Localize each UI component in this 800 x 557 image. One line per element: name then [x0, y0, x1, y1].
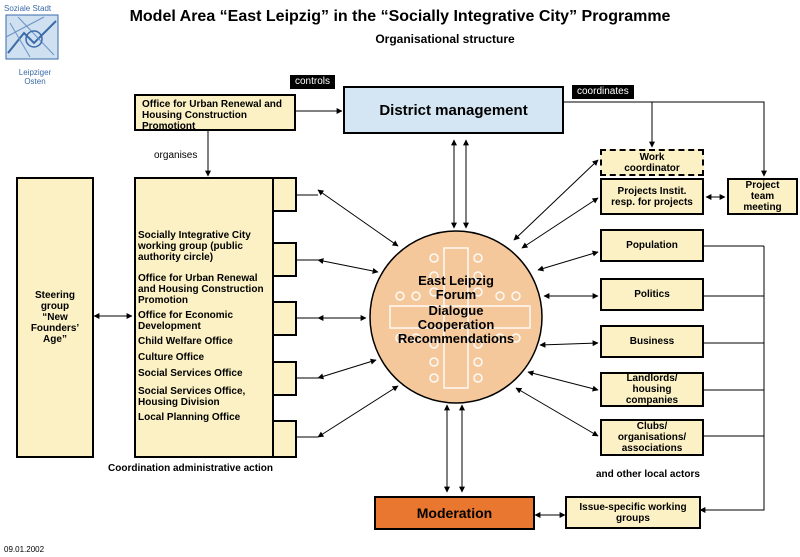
moderation-box: Moderation: [374, 496, 535, 530]
issue-groups-box: Issue-specific working groups: [565, 496, 701, 529]
authority-tab-5: [272, 420, 297, 458]
project-team-meeting-box: Project team meeting: [727, 178, 798, 215]
forum-table-pattern: [389, 247, 531, 389]
organises-label: organises: [154, 150, 198, 161]
forum-text: East Leipzig Forum Dialogue Cooperation …: [376, 274, 536, 346]
controls-tag: controls: [290, 75, 336, 89]
forum-line3: Dialogue: [428, 303, 484, 318]
actor-business-box: Business: [600, 325, 704, 358]
urban-renewal-office-box: Office for Urban Renewal and Housing Con…: [134, 94, 296, 132]
actor-clubs-box: Clubs/ organisations/ associations: [600, 419, 704, 456]
logo-line3: Osten: [24, 77, 46, 86]
logo: Soziale Stadt Leipziger Osten: [4, 4, 66, 86]
authority-panel: [134, 177, 274, 458]
projects-box: Projects Instit. resp. for projects: [600, 178, 704, 215]
authority-member-5: Culture Office: [138, 352, 205, 363]
page-subtitle: Organisational structure: [375, 32, 515, 46]
authority-tab-2: [272, 242, 297, 277]
coordinates-tag: coordinates: [572, 85, 634, 99]
forum-line2: Forum: [435, 287, 477, 302]
forum-line4: Cooperation: [417, 317, 495, 332]
logo-emblem-icon: [5, 14, 59, 60]
authority-tab-1: [272, 177, 297, 212]
actor-population-box: Population: [600, 229, 704, 262]
work-coordinator-box: Work coordinator: [600, 149, 704, 176]
steering-group-box: Steering group “New Founders’ Age”: [16, 177, 94, 458]
actor-politics-box: Politics: [600, 278, 704, 311]
authority-tab-4: [272, 361, 297, 396]
authority-tab-3: [272, 301, 297, 336]
authority-member-7: Social Services Office, Housing Division: [138, 386, 246, 408]
authority-member-2: Office for Urban Renewal and Housing Con…: [138, 273, 264, 306]
authority-member-8: Local Planning Office: [138, 412, 241, 423]
actor-landlords-box: Landlords/ housing companies: [600, 372, 704, 407]
forum-circle: [369, 230, 543, 404]
authority-member-6: Social Services Office: [138, 368, 243, 379]
district-management-box: District management: [343, 86, 564, 134]
authority-caption: Coordination administrative action: [108, 463, 274, 474]
forum-line5: Recommendations: [397, 331, 515, 346]
page-title: Model Area “East Leipzig” in the “Social…: [129, 8, 671, 25]
authority-member-1: Socially Integrative City working group …: [138, 230, 251, 263]
date-stamp: 09.01.2002: [4, 545, 45, 554]
authority-member-4: Child Welfare Office: [138, 336, 233, 347]
logo-line2: Leipziger: [18, 68, 52, 77]
forum-line1: East Leipzig: [418, 273, 494, 288]
authority-member-3: Office for Economic Development: [138, 310, 234, 332]
other-actors-label: and other local actors: [596, 469, 700, 480]
logo-line1: Soziale Stadt: [4, 4, 52, 13]
